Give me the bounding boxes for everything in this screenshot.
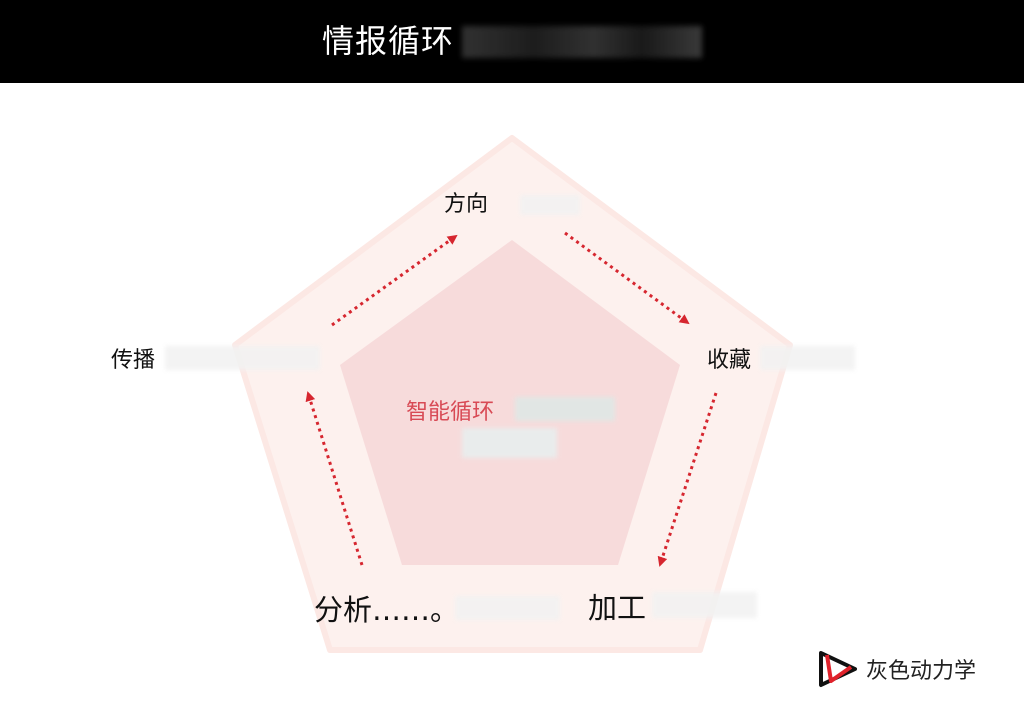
page-title: 情报循环 — [322, 22, 455, 60]
blur-top — [520, 195, 580, 215]
brand-logo-icon — [819, 651, 857, 687]
center-label: 智能循环 — [406, 400, 495, 425]
blur-center-2 — [462, 428, 557, 458]
node-label-top: 方向 — [444, 192, 489, 217]
arrow-collection-to-processing — [657, 392, 718, 567]
blur-right — [760, 346, 855, 370]
node-label-right: 收藏 — [707, 348, 752, 373]
node-label-bottom-right: 加工 — [588, 591, 647, 625]
blur-bottom-right — [652, 592, 757, 618]
node-label-bottom-left: 分析……。 — [314, 593, 460, 627]
inner-pentagon — [340, 240, 680, 565]
arrow-direction-to-collection — [564, 231, 690, 325]
arrow-spread-to-direction — [331, 234, 458, 327]
blur-center-1 — [515, 397, 615, 421]
title-bar: 情报循环 — [0, 0, 1024, 83]
title-redaction — [462, 26, 702, 58]
brand-name: 灰色动力学 — [866, 659, 977, 684]
blur-left — [165, 346, 320, 370]
node-label-left: 传播 — [111, 348, 156, 373]
arrow-analysis-to-spread — [305, 391, 364, 566]
blur-bottom-left — [455, 596, 560, 620]
